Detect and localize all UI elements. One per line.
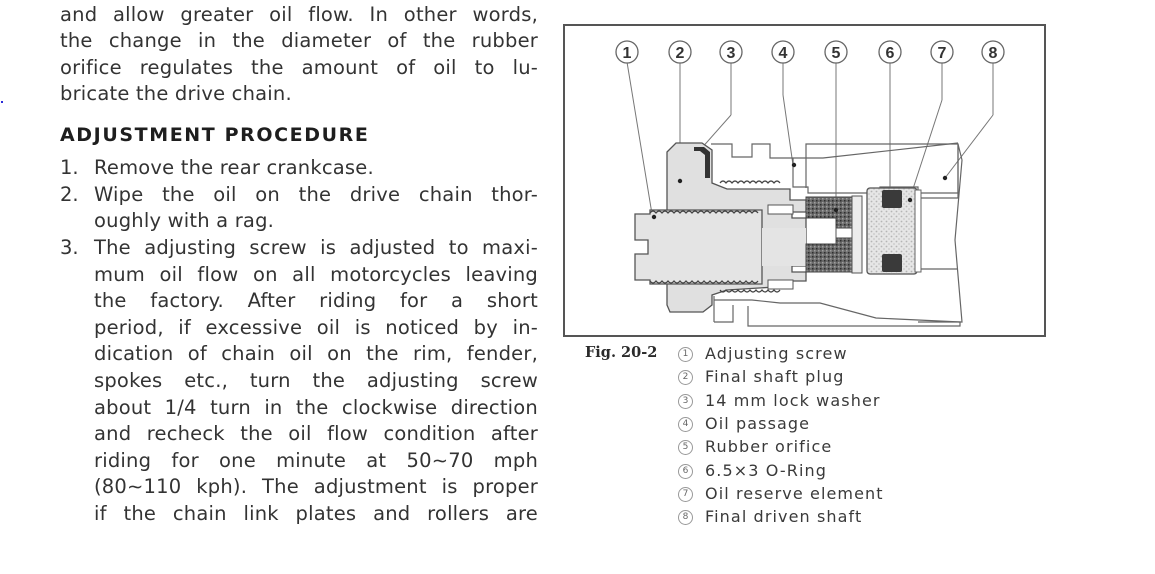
legend-number-icon: 2: [678, 370, 693, 386]
step-line: the factory. After riding for a short: [94, 289, 538, 313]
callout-circle: [615, 40, 639, 64]
callout-2: 2: [668, 40, 692, 64]
rubber-orifice: [805, 195, 863, 274]
callout-circle: [930, 40, 954, 64]
legend-number-icon: 1: [678, 347, 693, 362]
thread-lower: [719, 289, 781, 293]
step-line: oughly with a rag.: [94, 209, 275, 232]
callout-circle: [719, 40, 743, 64]
leader-4b: [782, 94, 794, 166]
callout-5: 5: [824, 40, 848, 64]
legend-number-icon: 8: [678, 510, 693, 526]
step-line: (80∼110 kph). The adjustment is proper: [94, 475, 538, 499]
callout-1: 1: [615, 40, 639, 64]
step-number: 3.: [60, 236, 79, 259]
legend-number-icon: 5: [678, 440, 693, 456]
step-line: riding for one minute at 50∼70 mph: [94, 448, 538, 472]
step-number: 2.: [60, 183, 79, 206]
o-ring-bottom: [882, 254, 902, 272]
callout-circle: [878, 40, 902, 64]
leader-lines: [626, 61, 994, 215]
step-line: period, if excessive oil is noticed by i…: [94, 315, 538, 339]
figure-label: Fig. 20-2: [585, 344, 658, 361]
callout-number: 4: [779, 45, 788, 62]
step-line: Wipe the oil on the drive chain thor-: [94, 183, 538, 206]
legend-text: Final driven shaft: [705, 507, 863, 527]
callout-6: 6: [878, 40, 902, 64]
leader-7b: [909, 99, 943, 199]
legend-text: 14 mm lock washer: [705, 390, 881, 410]
step-line: dication of chain oil on the rim, fender…: [94, 342, 538, 366]
thread-upper: [719, 180, 781, 184]
step-line: Remove the rear crankcase.: [94, 156, 374, 179]
figure-frame: 1 2 3 4 5 6 7 8: [563, 24, 1046, 337]
step-line: and recheck the oil flow condition after: [94, 422, 538, 446]
paragraph-line: the change in the diameter of the rubber: [60, 29, 538, 52]
legend-text: 6.5×3 O-Ring: [705, 460, 827, 480]
step-line: if the chain link plates and rollers are: [94, 502, 538, 525]
callout-number: 7: [938, 45, 947, 62]
callout-8: 8: [981, 40, 1005, 64]
adjusting-screw: [634, 204, 806, 290]
callout-number: 8: [989, 45, 998, 62]
o-ring-top: [882, 190, 902, 208]
legend-number-icon: 7: [678, 486, 693, 502]
legend-text: Oil passage: [705, 413, 811, 433]
stray-mark: [1, 101, 3, 103]
leader-1: [626, 61, 653, 215]
legend-text: Rubber orifice: [705, 437, 833, 457]
lock-washer: [694, 147, 710, 178]
step-line: mum oil flow on all motorcycles leaving: [94, 262, 538, 286]
paragraph-line: bricate the drive chain.: [60, 82, 292, 105]
paragraph-line: and allow greater oil flow. In other wor…: [60, 3, 538, 26]
step-number: 1.: [60, 156, 79, 179]
callout-number: 2: [676, 45, 685, 62]
leader-8b: [944, 114, 994, 179]
section-heading: ADJUSTMENT PROCEDURE: [60, 124, 370, 146]
callout-circle: [771, 40, 795, 64]
legend-number-icon: 6: [678, 463, 693, 479]
callout-circle: [668, 40, 692, 64]
legend-number-icon: 3: [678, 393, 693, 409]
callout-4: 4: [771, 40, 795, 64]
paragraph-line: orifice regulates the amount of oil to l…: [60, 56, 538, 79]
legend-text: Final shaft plug: [705, 367, 845, 387]
step-line: spokes etc., turn the adjusting screw: [94, 369, 538, 392]
legend-text: Oil reserve element: [705, 483, 884, 503]
callout-number: 5: [832, 45, 841, 62]
oil-regulator-diagram: 1 2 3 4 5 6 7 8: [615, 40, 1005, 327]
callout-number: 6: [886, 45, 895, 62]
housing: [711, 142, 963, 327]
step-line: about 1/4 turn in the clockwise directio…: [94, 395, 538, 419]
callout-number: 3: [727, 45, 736, 62]
reference-dots: [651, 162, 948, 220]
callout-circle: [981, 40, 1005, 64]
callout-group: 1 2 3 4 5 6 7 8: [615, 40, 1005, 64]
callout-circle: [824, 40, 848, 64]
oil-reserve-element: [866, 187, 922, 275]
callout-7: 7: [930, 40, 954, 64]
callout-number: 1: [623, 45, 632, 62]
leader-3b: [699, 114, 732, 151]
callout-3: 3: [719, 40, 743, 64]
step-line: The adjusting screw is adjusted to maxi-: [94, 236, 538, 259]
legend-number-icon: 4: [678, 416, 693, 432]
legend-text: Adjusting screw: [705, 344, 848, 363]
